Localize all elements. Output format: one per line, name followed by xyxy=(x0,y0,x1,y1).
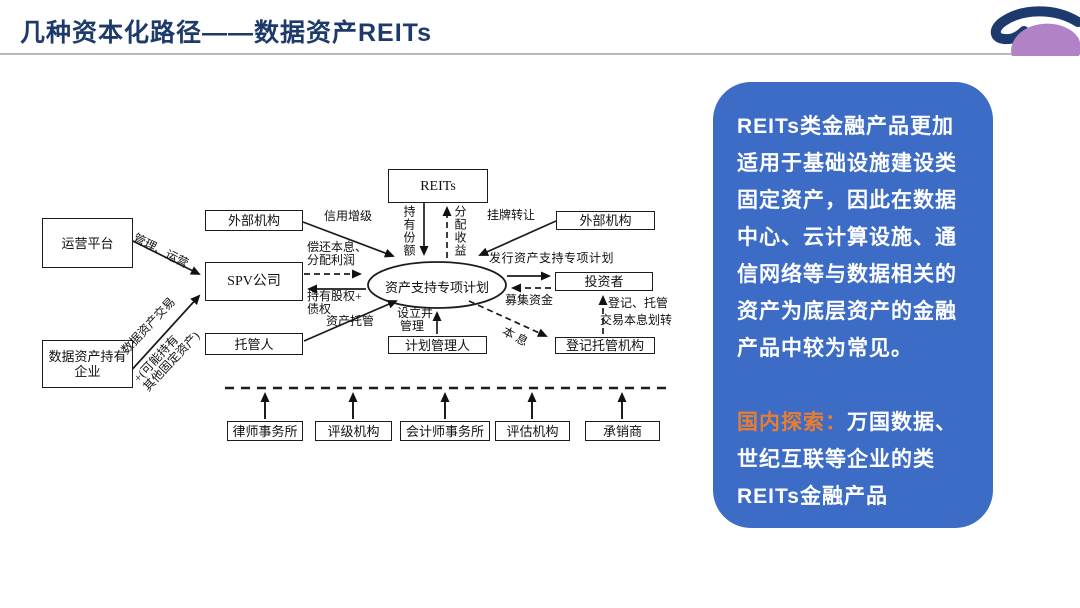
edge-label-credit-enhance: 信用增级 xyxy=(324,209,373,223)
edge-label-raise-funds: 募集资金 xyxy=(505,293,554,307)
panel-paragraph-line: 中心、云计算设施、通 xyxy=(737,226,957,249)
node-operating-platform: 运营平台 xyxy=(42,218,133,268)
node-abs-plan: 资产支持专项计划 xyxy=(384,280,489,295)
node-underwriter: 承销商 xyxy=(585,421,660,441)
node-appraisal-agency: 评估机构 xyxy=(495,421,570,441)
edge-label-setup-manage: 设立并 管理 xyxy=(397,306,434,333)
edge-label-distribute-income: 分配收益 xyxy=(453,205,467,257)
node-rating-agency: 评级机构 xyxy=(315,421,392,441)
info-panel: REITs类金融产品更加 适用于基础设施建设类 固定资产，因此在数据 中心、云计… xyxy=(713,82,993,528)
node-reits: REITs xyxy=(388,169,488,203)
edge-label-asset-custody: 资产托管 xyxy=(326,314,375,328)
panel-explore-line: 世纪互联等企业的类 xyxy=(737,448,935,471)
edge-label-hold-shares: 持有份额 xyxy=(402,205,416,257)
node-registrar: 登记托管机构 xyxy=(555,337,655,354)
edge-label-issue-plan: 发行资产支持专项计划 xyxy=(489,251,615,265)
page-title: 几种资本化路径——数据资产REITs xyxy=(20,19,432,47)
node-external-agency-right: 外部机构 xyxy=(556,211,655,230)
title-divider xyxy=(0,53,1080,55)
panel-paragraph-line: 适用于基础设施建设类 xyxy=(737,152,957,175)
wave-logo-icon xyxy=(990,6,1080,56)
panel-explore-line: 国内探索：万国数据、 xyxy=(737,404,993,441)
edge-label-register-custody: 登记、托管 xyxy=(608,296,669,310)
panel-paragraph-line: 资产为底层资产的金融 xyxy=(737,300,957,323)
panel-explore-text: 万国数据、 xyxy=(847,411,957,434)
node-data-asset-holder: 数据资产持有企业 xyxy=(42,340,133,388)
panel-paragraph-line: 信网络等与数据相关的 xyxy=(737,263,957,286)
edge-label-listing-transfer: 挂牌转让 xyxy=(487,208,536,222)
node-spv-company: SPV公司 xyxy=(205,262,303,301)
node-plan-manager: 计划管理人 xyxy=(388,336,487,354)
panel-explore-line: REITs金融产品 xyxy=(737,485,888,508)
node-external-agency-left: 外部机构 xyxy=(205,210,303,231)
node-accounting-firm: 会计师事务所 xyxy=(400,421,490,441)
edge-label-equity: 持有股权+ 债权 xyxy=(307,289,362,316)
panel-paragraph-line: REITs类金融产品更加 xyxy=(737,115,954,138)
panel-paragraph-line: 固定资产，因此在数据 xyxy=(737,189,957,212)
panel-paragraph-line: 产品中较为常见。 xyxy=(737,337,913,360)
node-investor: 投资者 xyxy=(555,272,653,291)
edge-label-transfer-principal: 交易本息划转 xyxy=(600,313,673,327)
panel-explore-label: 国内探索： xyxy=(737,411,847,434)
node-law-firm: 律师事务所 xyxy=(227,421,303,441)
edge-label-repay: 偿还本息、 分配利润 xyxy=(307,240,368,267)
node-custodian: 托管人 xyxy=(205,333,303,355)
